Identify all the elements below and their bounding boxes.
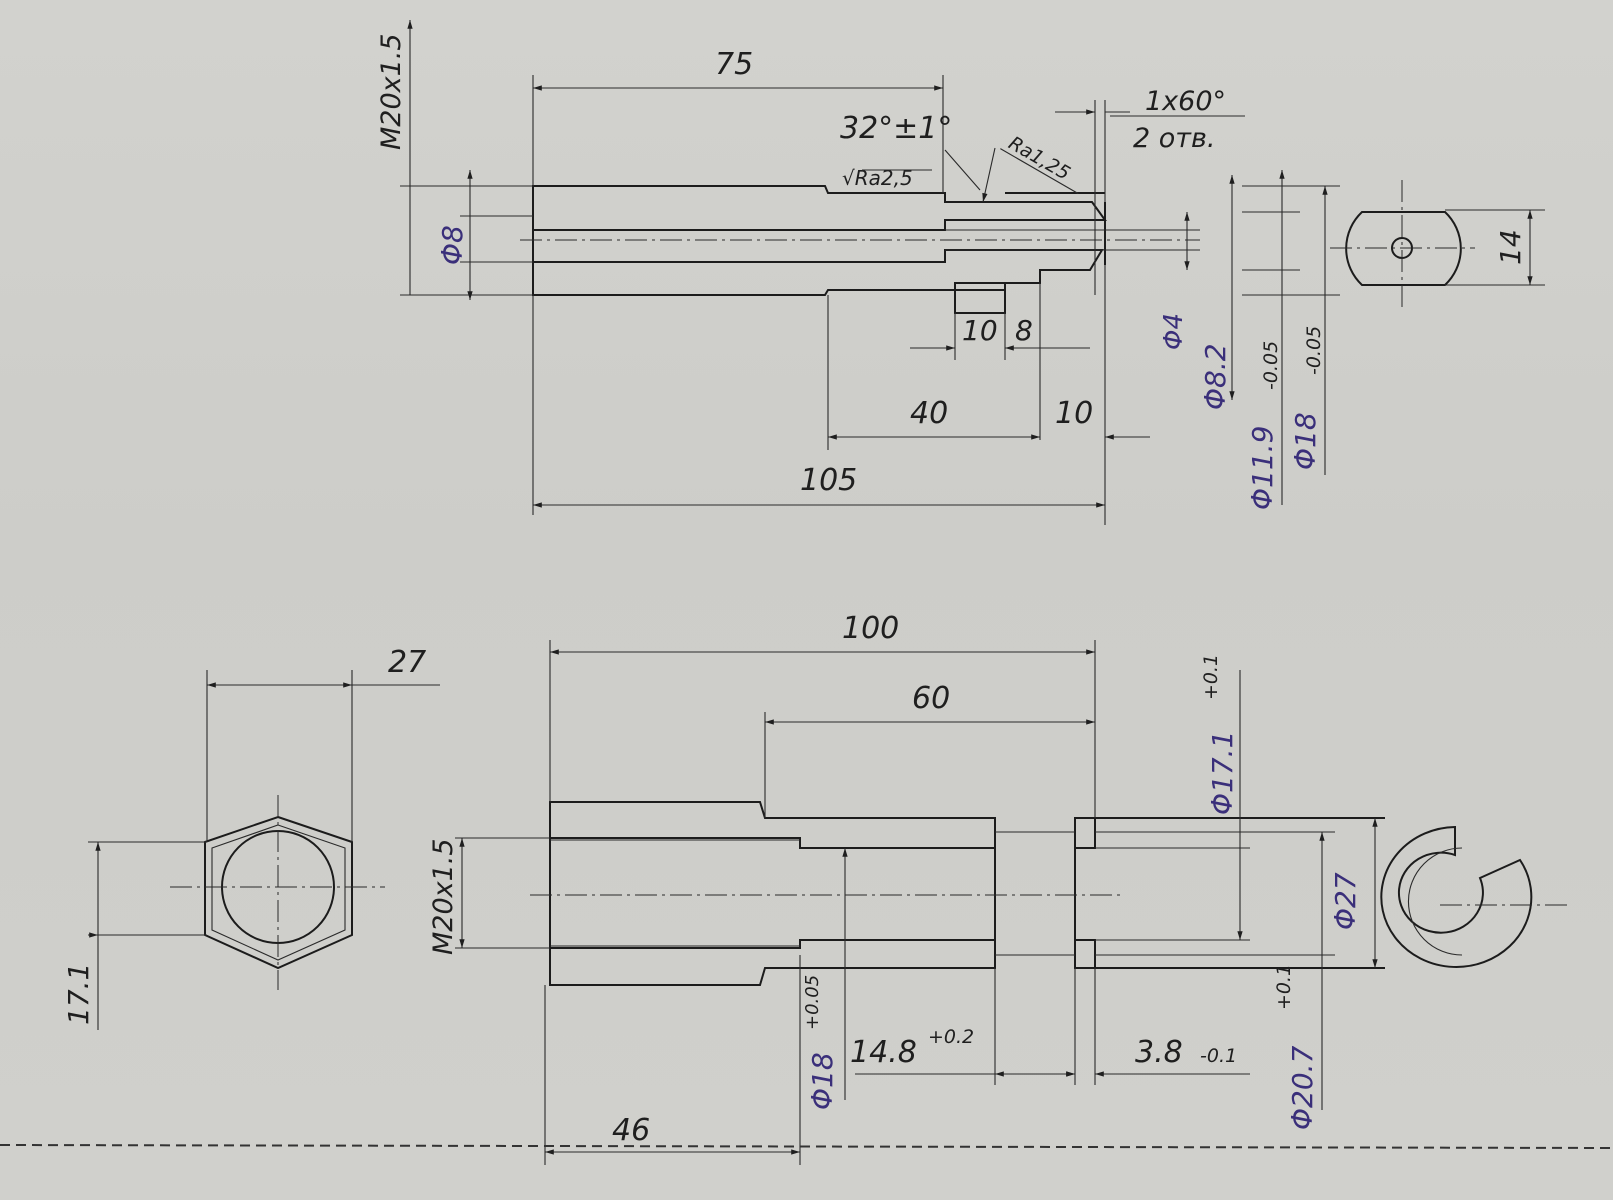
- dia-11-9: Φ11.9: [1246, 426, 1279, 510]
- thread-label-top: M20x1.5: [376, 33, 407, 150]
- bottom-ring-upper: [1074, 817, 1096, 849]
- tol-17-1: +0.1: [1200, 654, 1222, 700]
- tol-18-bottom: +0.05: [802, 975, 823, 1030]
- dia-8-2: Φ8.2: [1199, 343, 1232, 410]
- dia-8: Φ8: [436, 225, 469, 265]
- c-ring-view: [1380, 825, 1570, 968]
- bottom-dimensions: 100 60 M20x1.5 Φ17.1 +0.1 Φ27 Φ20.7 +0.1…: [428, 611, 1378, 1165]
- dim-14-8: 14.8: [850, 1035, 917, 1070]
- top-dimensions: 75 M20x1.5 Φ8 32°±1° √Ra2,5 Ra1,25 1x60°…: [376, 20, 1340, 525]
- tol-20-7: +0.1: [1273, 964, 1295, 1010]
- dim-3-8: 3.8: [1135, 1035, 1183, 1070]
- tol-11-9: -0.05: [1260, 341, 1282, 390]
- dim-60: 60: [912, 681, 950, 716]
- dim-groove-8: 8: [1015, 314, 1033, 347]
- dim-14: 14: [1494, 229, 1527, 265]
- bottom-wall-upper: [549, 801, 996, 849]
- dia-27: Φ27: [1329, 872, 1362, 930]
- dia-4: Φ4: [1159, 313, 1189, 350]
- thread-label-bottom: M20x1.5: [428, 838, 459, 955]
- roughness-ra125: Ra1,25: [1005, 132, 1074, 185]
- bottom-ring-lower: [1074, 939, 1096, 969]
- sheet-border-dashed: [0, 1144, 1613, 1149]
- top-end-view: 14: [1330, 180, 1545, 310]
- dim-100: 100: [842, 611, 899, 646]
- dia-18-top: Φ18: [1289, 412, 1322, 470]
- tol-3-8: -0.1: [1200, 1045, 1237, 1067]
- dim-105: 105: [800, 463, 857, 498]
- angle-label: 32°±1°: [840, 111, 952, 146]
- dim-46: 46: [612, 1113, 650, 1148]
- dim-75: 75: [715, 47, 753, 82]
- top-part-section: [520, 185, 1200, 314]
- hex-dim-17-1: 17.1: [62, 963, 95, 1025]
- dim-10: 10: [1055, 396, 1093, 431]
- dim-groove-10: 10: [962, 314, 998, 347]
- dia-17-1: Φ17.1: [1206, 731, 1239, 815]
- bottom-wall-lower: [549, 939, 996, 986]
- top-wall-upper: [532, 185, 1107, 231]
- chamfer-note-2: 2 отв.: [1133, 123, 1216, 154]
- bottom-part-section: [530, 801, 1385, 986]
- tol-14-8: +0.2: [928, 1026, 974, 1048]
- dim-40: 40: [910, 396, 948, 431]
- hex-dim-27: 27: [388, 645, 426, 680]
- top-wall-lower: [532, 249, 1104, 296]
- hex-nut-view: 27 17.1: [62, 645, 440, 1030]
- chamfer-note-1: 1x60°: [1145, 86, 1226, 117]
- tol-18-top: -0.05: [1303, 326, 1325, 375]
- dia-20-7: Φ20.7: [1286, 1045, 1319, 1130]
- dia-18-bottom: Φ18: [806, 1052, 839, 1110]
- top-groove: [954, 282, 1006, 314]
